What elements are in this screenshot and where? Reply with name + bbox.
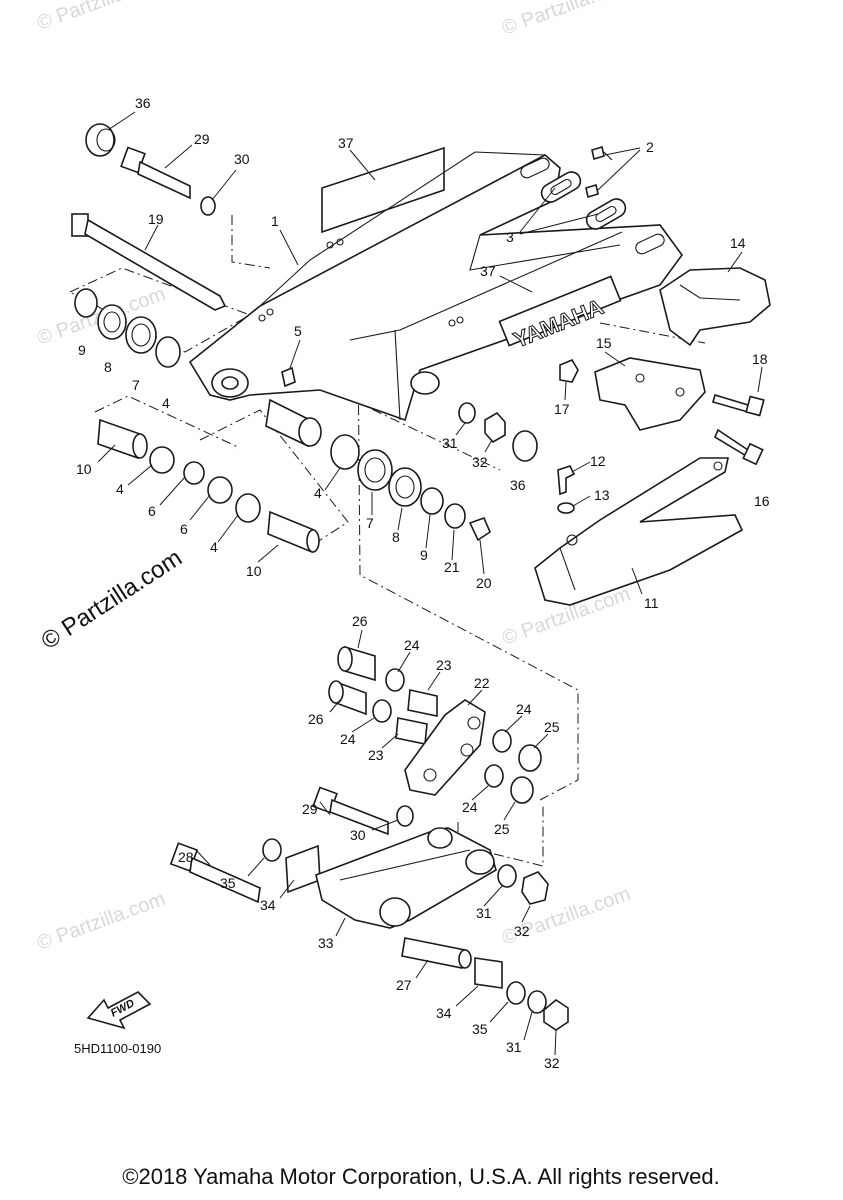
callout: 3 [506,229,514,245]
callout-labels: 36 29 30 37 2 3 1 19 14 37 9 8 7 4 5 15 … [76,95,770,1071]
callout: 7 [366,515,374,531]
link-parts [328,645,542,804]
callout: 32 [514,923,530,939]
callout: 22 [474,675,490,691]
callout: 7 [132,377,140,393]
callout: 35 [472,1021,488,1037]
callout: 24 [516,701,532,717]
callout: 31 [506,1039,522,1055]
left-bearing-stack [74,288,181,368]
callout: 14 [730,235,746,251]
callout: 24 [340,731,356,747]
callout: 23 [368,747,384,763]
callout: 19 [148,211,164,227]
watermark-faint: © Partzilla.com [34,888,168,955]
decal-panel [321,146,445,234]
callout: 33 [318,935,334,951]
callout: 15 [596,335,612,351]
callout: 32 [472,454,488,470]
washer [200,196,216,216]
pivot-shaft [71,213,227,311]
leader-lines [97,111,763,1056]
callout: 34 [260,897,276,913]
callout: 23 [436,657,452,673]
callout: 11 [644,595,659,611]
callout: 4 [314,485,322,501]
bushing-5 [281,366,296,388]
callout: 16 [754,493,770,509]
callout: 29 [194,131,210,147]
watermark-main: © Partzilla.com [37,544,187,655]
callout: 20 [476,575,492,591]
callout: 34 [436,1005,452,1021]
callout: 25 [494,821,510,837]
watermark-faint: © Partzilla.com [34,0,168,35]
callout: 2 [646,139,654,155]
callout: 12 [590,453,606,469]
callout: 10 [76,461,92,477]
chain-guide [594,267,771,431]
callout: 8 [104,359,112,375]
cap [85,123,115,157]
callout: 37 [338,135,354,151]
chain-slider [534,457,744,606]
callout: 35 [220,875,236,891]
callout: 31 [476,905,492,921]
callout: 25 [544,719,560,735]
callout: 9 [420,547,428,563]
forward-arrow-icon: FWD [86,991,152,1030]
chain-adjusters [540,171,627,230]
screws [585,145,613,199]
lower-assembly [169,786,569,1031]
callout: 36 [135,95,151,111]
callout: 30 [234,151,250,167]
callout: 17 [554,401,570,417]
callout: 31 [442,435,458,451]
swingarm: YAMAHA [188,151,683,422]
watermark-faint: © Partzilla.com [499,883,633,950]
callout: 10 [246,563,262,579]
diagram-code: 5HD1100-0190 [74,1041,161,1056]
callout: 26 [308,711,324,727]
callout: 4 [162,395,170,411]
callout: 4 [116,481,124,497]
lower-left-stack [97,418,320,554]
right-hardware [458,358,579,462]
callout: 28 [178,849,194,865]
callout: 6 [148,503,156,519]
center-stack [265,398,491,542]
callout: 24 [462,799,478,815]
callout: 6 [180,521,188,537]
callout: 4 [210,539,218,555]
callout: 36 [510,477,526,493]
callout: 37 [480,263,496,279]
bolt-top [120,146,191,200]
bolts-right [557,393,765,514]
callout: 8 [392,529,400,545]
callout: 30 [350,827,366,843]
callout: 26 [352,613,368,629]
callout: 27 [396,977,412,993]
callout: 5 [294,323,302,339]
callout: 18 [752,351,768,367]
callout: 24 [404,637,420,653]
watermark-faint: © Partzilla.com [499,0,633,40]
callout: 29 [302,801,318,817]
copyright-notice: ©2018 Yamaha Motor Corporation, U.S.A. A… [122,1164,719,1189]
callout: 32 [544,1055,560,1071]
callout: 1 [271,213,279,229]
callout: 13 [594,487,610,503]
callout: 9 [78,342,86,358]
callout: 21 [444,559,460,575]
